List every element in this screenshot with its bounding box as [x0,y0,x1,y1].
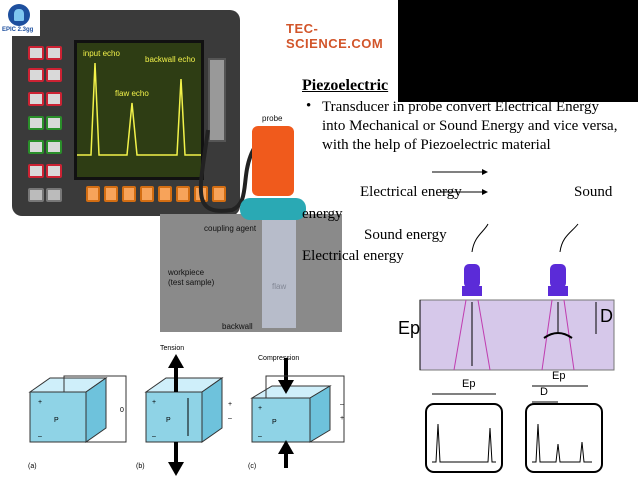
label-a: (a) [28,463,37,470]
ep-small-label: Ep [462,378,476,390]
electrical-energy-text-2: Electrical energy [302,248,404,264]
probe [252,126,294,196]
minus-label: – [152,433,156,440]
compression-label: Compression [258,355,299,362]
backwall-echo-label: backwall echo [145,55,196,64]
backwall-label: backwall [222,322,253,331]
workpiece-label: workpiece [168,268,205,277]
tension-label: Tension [160,345,184,352]
device-button [176,186,190,202]
input-echo-label: input echo [83,49,120,58]
device-button [86,186,100,202]
p-label: P [54,417,59,424]
device-button [212,186,226,202]
d-small-label: D [540,386,548,398]
oscilloscope-screen: input echo backwall echo flaw echo [74,40,204,180]
device-button [46,68,62,82]
workpiece-block: workpiece (test sample) backwall couplin… [160,214,342,332]
device-button [28,140,44,154]
device-button [46,46,62,60]
minus-label: – [340,401,344,408]
piezo-cube-c [250,358,345,468]
device-button [28,116,44,130]
probe-label: probe [262,114,283,123]
device-button [28,46,44,60]
device-button [46,92,62,106]
minus-label: – [228,415,232,422]
plus-label: + [258,405,262,412]
sound-text: Sound [574,184,613,200]
device-button [140,186,154,202]
probe-base [240,198,306,220]
sound-energy-text: Sound energy [364,227,447,243]
plus-label: + [228,401,232,408]
flaw-echo-label: flaw echo [115,89,149,98]
piezo-cube-b [144,354,224,476]
logo-text: EPIC 2.3gg [2,27,34,33]
top-black-bar [398,0,638,102]
label-b: (b) [136,463,145,470]
p-label: P [166,417,171,424]
d-label: D [600,306,613,326]
device-button [158,186,172,202]
device-button [28,68,44,82]
minus-label: – [38,433,42,440]
coupling-agent-label: coupling agent [204,224,257,233]
brand-banner: TEC-SCIENCE.COM [286,14,398,51]
device-button [28,188,44,202]
device-handle [208,58,226,142]
ep-label: Ep [398,318,421,338]
plus-label: + [152,399,156,406]
ultrasound-beam [262,220,296,328]
device-button [122,186,136,202]
p-label: P [272,419,277,426]
ep-small-label-2: Ep [552,370,566,382]
plus-label: + [340,415,344,422]
ultrasonic-device: input echo backwall echo flaw echo [12,10,240,216]
label-c: (c) [248,463,256,470]
plus-label: + [38,399,42,406]
ultrasound-schematic [419,223,615,473]
logo: EPIC 2.3gg [0,0,40,36]
minus-label: – [258,433,262,440]
device-button [46,116,62,130]
echo-trace [77,62,201,156]
device-button [28,164,44,178]
slide-heading: Piezoelectric [302,77,389,94]
bullet: • [306,98,312,114]
piezo-cube-a [28,375,127,443]
brand-text: TEC-SCIENCE.COM [286,21,384,51]
device-button [28,92,44,106]
test-sample-label: (test sample) [168,278,215,287]
device-button [104,186,118,202]
logo-icon [8,4,30,26]
device-button [46,164,62,178]
device-button [46,188,62,202]
piezo-diagram: + – P 0 (a) Tension + – P + – (b) Compre… [28,345,345,476]
electrical-energy-text: Electrical energy [360,184,462,200]
bullet-text: Transducer in probe convert Electrical E… [322,99,618,153]
energy-text: energy [302,206,343,222]
zero-label: 0 [120,407,124,414]
device-button [46,140,62,154]
